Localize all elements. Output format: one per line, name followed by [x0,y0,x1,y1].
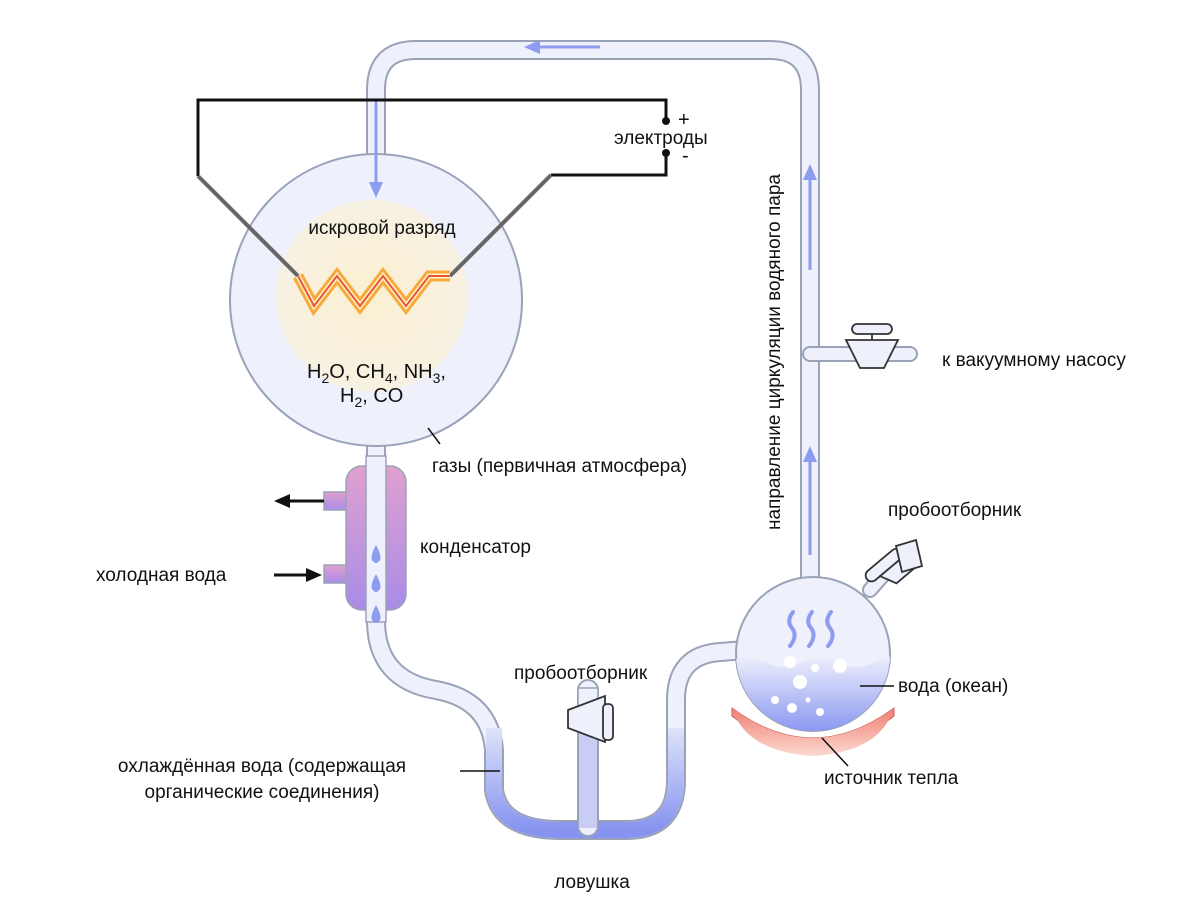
bubble [833,659,847,673]
spark-discharge [293,266,450,317]
water-drop-icon [371,605,381,623]
bubble [805,697,811,703]
vacuum-valve [844,323,900,369]
cold-water-label: холодная вода [96,565,227,586]
leader-lines [427,427,894,772]
arrow-left-icon [524,40,600,54]
sampler-trap-label: пробоотборник [514,663,648,684]
circulation-label: направление циркуляции водяного пара [764,174,785,530]
electrode-wires [196,98,670,278]
sampler-valve-flask [864,538,924,585]
heat-source-label: источник тепла [824,768,959,789]
glass-tubing [366,40,918,840]
bubble [771,696,779,704]
gas-formula-line1: H2O, CH4, NH3, [307,361,446,386]
trap-label: ловушка [554,872,630,893]
arrow-out-icon [274,494,324,508]
arrow-up-icon [803,446,817,555]
arrow-up-icon [803,164,817,270]
bubble [811,664,819,672]
minus-sign: - [682,145,689,167]
arrow-down-icon [369,100,383,198]
bubble [787,703,797,713]
vacuum-pump-label: к вакуумному насосу [942,350,1126,371]
cooled-water-label-line1: охлаждённая вода (содержащая [118,756,406,777]
cooled-water-label-line2: органические соединения) [145,782,380,803]
water-flask [735,564,894,732]
condenser [323,455,407,623]
water-drop-icon [371,545,381,563]
water-ocean-label: вода (океан) [898,676,1008,697]
bubble [784,656,796,668]
steam-icon [787,610,835,648]
gas-formula-line2: H2, CO [340,385,403,410]
arrow-in-icon [274,568,322,582]
bubble [793,675,807,689]
plus-sign: + [678,109,690,131]
spark-label: искровой разряд [308,218,455,239]
bubble [816,708,824,716]
gases-label: газы (первичная атмосфера) [432,456,687,477]
sampler-valve-trap [567,687,614,744]
sampler-flask-label: пробоотборник [888,500,1022,521]
water-drop-icon [371,574,381,592]
electrodes-label: электроды [614,128,708,149]
condenser-label: конденсатор [420,537,531,558]
